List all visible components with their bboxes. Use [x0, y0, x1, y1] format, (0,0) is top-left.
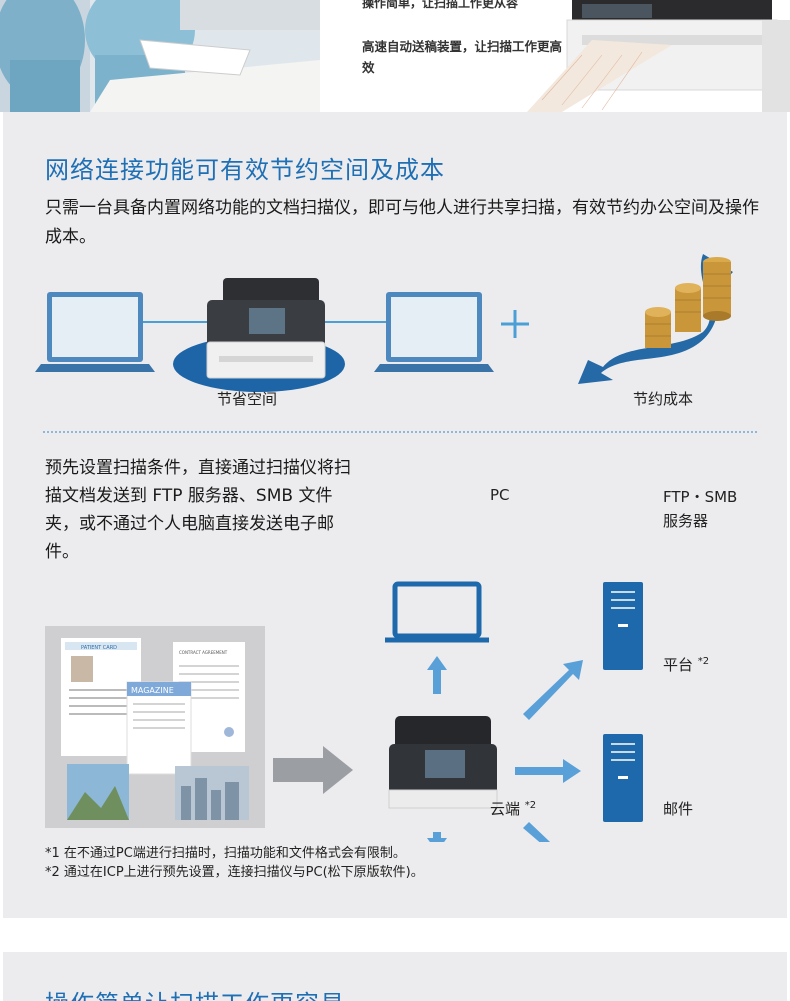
magazine-text: MAGAZINE [131, 686, 174, 695]
network-section: 网络连接功能可有效节约空间及成本 只需一台具备内置网络功能的文档扫描仪，即可与他… [3, 112, 787, 918]
bottom-section: 操作简单让扫描工作更容易 [3, 952, 787, 1001]
flow-description: 预先设置扫描条件，直接通过扫描仪将扫描文档发送到 FTP 服务器、SMB 文件夹… [45, 458, 351, 562]
nurses-photo [0, 0, 320, 112]
pc-label: PC [490, 486, 510, 504]
top-feature-line-1: 操作简单，让扫描工作更从容 [362, 0, 519, 10]
save-space-label: 节省空间 [217, 390, 278, 408]
network-illustration [35, 254, 733, 392]
arrow-down-right-icon [523, 822, 551, 842]
cloud-footnote-mark: *2 [524, 800, 537, 811]
ftp-server-label: 服务器 [663, 512, 709, 530]
arrow-to-scanner-icon [273, 746, 353, 794]
scanner-image [206, 278, 326, 379]
cost-reduction-icon [578, 254, 733, 384]
arrow-up-icon [427, 656, 447, 694]
arrow-right-icon [515, 759, 581, 783]
laptop-left-icon [35, 292, 155, 372]
bottom-section-title: 操作简单让扫描工作更容易 [45, 984, 345, 1001]
network-section-description: 只需一台具备内置网络功能的文档扫描仪，即可与他人进行共享扫描，有效节约办公空间及… [45, 198, 759, 247]
plus-icon [501, 310, 529, 338]
arrow-up-right-icon [523, 660, 583, 720]
pc-laptop-icon [385, 581, 489, 643]
top-feature-line-2: 高速自动送稿装置，让扫描工作更高效 [362, 39, 563, 75]
ftp-smb-label: FTP・SMB [663, 488, 738, 506]
arrow-down-icon [427, 832, 447, 842]
footnotes: *1 在不通过PC端进行扫描时，扫描功能和文件格式会有限制。 *2 通过在ICP… [45, 844, 424, 882]
documents-image: PATIENT CARD CONTRACT AGREEMENT MAGAZINE [61, 638, 249, 820]
footnote-1: *1 在不通过PC端进行扫描时，扫描功能和文件格式会有限制。 [45, 846, 406, 861]
mail-label: 邮件 [663, 800, 694, 818]
top-banner: 操作简单，让扫描工作更从容 高速自动送稿装置，让扫描工作更高效 [0, 0, 790, 112]
platform-server-icon [603, 734, 643, 822]
ftp-server-icon [603, 582, 643, 670]
flow-arrows [427, 656, 583, 842]
platform-label: 平台 *2 [663, 656, 710, 674]
network-section-title: 网络连接功能可有效节约空间及成本 [45, 156, 445, 184]
footnote-2: *2 通过在ICP上进行预先设置，连接扫描仪与PC(松下原版软件)。 [45, 865, 424, 880]
scanner-photo [522, 0, 790, 112]
scan-flow-illustration: PATIENT CARD CONTRACT AGREEMENT MAGAZINE [45, 581, 643, 842]
scanner-center-image [388, 716, 498, 809]
cloud-label: 云端 *2 [490, 800, 537, 818]
laptop-right-icon [374, 292, 494, 372]
contract-text: CONTRACT AGREEMENT [179, 650, 228, 655]
platform-footnote-mark: *2 [697, 656, 710, 667]
save-cost-label: 节约成本 [633, 390, 694, 408]
patient-card-text: PATIENT CARD [81, 645, 117, 651]
dotted-divider [43, 431, 757, 433]
